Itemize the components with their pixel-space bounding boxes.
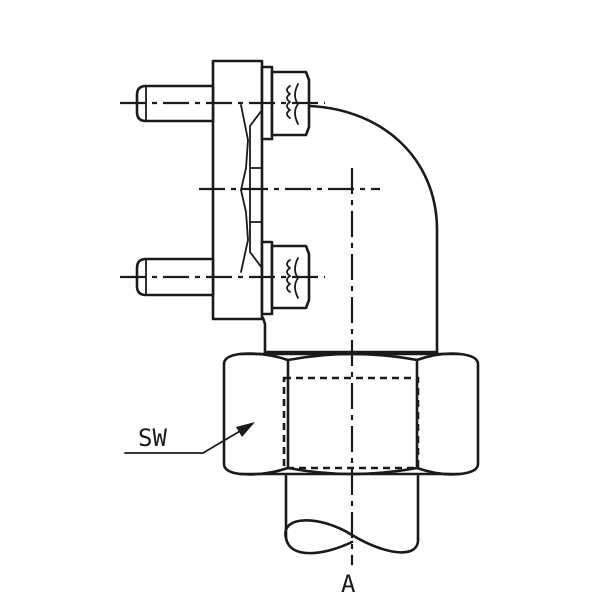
center-lines	[120, 101, 380, 565]
view-label: A	[341, 570, 356, 598]
hex-nut	[222, 350, 480, 476]
elbow-tube	[261, 104, 439, 354]
wrench-size-label: SW	[138, 424, 167, 452]
sw-leader-arrow	[124, 422, 255, 454]
